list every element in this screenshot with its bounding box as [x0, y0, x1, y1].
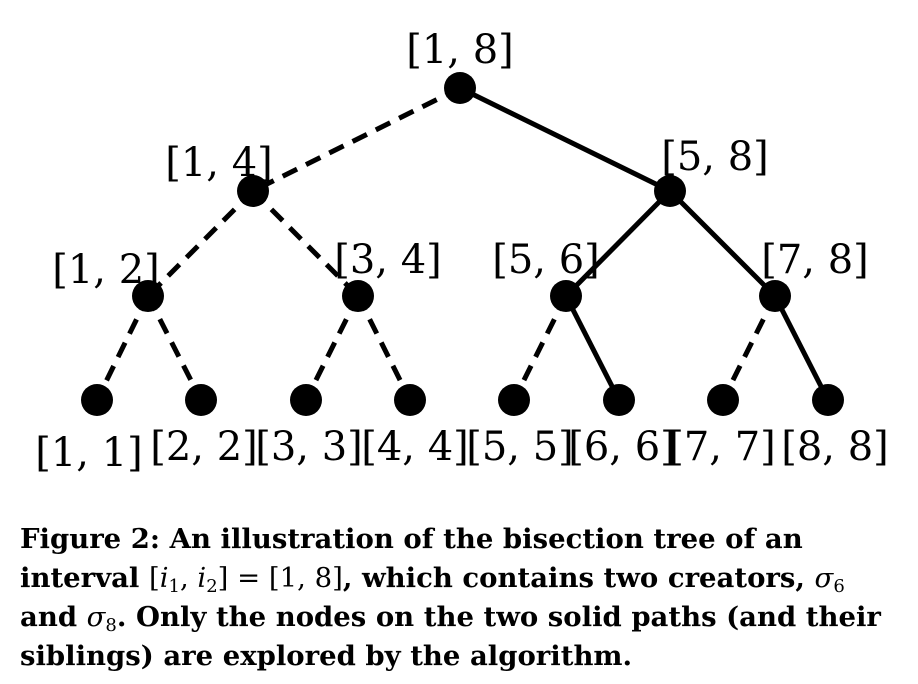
tree-node-label-n56: [5, 6] — [492, 237, 600, 283]
caption-text-part4: . Only the nodes on the two solid paths … — [20, 601, 881, 672]
tree-edge-dashed-n18-n14 — [251, 85, 462, 194]
tree-node-n58 — [654, 175, 686, 207]
tree-nodes — [81, 72, 844, 416]
tree-node-n77 — [707, 384, 739, 416]
tree-node-n11 — [81, 384, 113, 416]
tree-node-label-n11: [1, 1] — [35, 430, 143, 476]
caption-math-sigma8: σ8 — [86, 601, 117, 636]
tree-node-label-n66: [6, 6] — [568, 424, 676, 470]
figure-caption: Figure 2: An illustration of the bisecti… — [20, 520, 910, 676]
tree-edges — [94, 85, 831, 402]
tree-edge-dashed-n78-n77 — [720, 294, 778, 402]
tree-edge-dashed-n12-n22 — [145, 294, 204, 402]
tree-node-label-n18: [1, 8] — [406, 27, 514, 73]
tree-edge-solid-n58-n78 — [668, 189, 777, 298]
tree-node-n66 — [603, 384, 635, 416]
tree-node-label-n77: [7, 7] — [668, 424, 776, 470]
tree-edge-solid-n78-n88 — [772, 294, 831, 402]
tree-node-n22 — [185, 384, 217, 416]
tree-node-label-n78: [7, 8] — [761, 237, 869, 283]
tree-node-label-n88: [8, 8] — [781, 424, 889, 470]
tree-node-n55 — [498, 384, 530, 416]
tree-edge-dashed-n12-n11 — [94, 294, 151, 402]
tree-node-label-n33: [3, 3] — [255, 424, 363, 470]
tree-node-label-n22: [2, 2] — [150, 424, 258, 470]
caption-text-part2: , which contains two creators, — [342, 562, 805, 594]
tree-node-n12 — [132, 280, 164, 312]
tree-node-label-n12: [1, 2] — [52, 247, 160, 293]
tree-edge-dashed-n34-n33 — [303, 294, 361, 402]
tree-node-n78 — [759, 280, 791, 312]
caption-figure-number: Figure 2: — [20, 523, 161, 555]
tree-edge-solid-n18-n58 — [458, 85, 672, 194]
tree-node-label-n34: [3, 4] — [334, 237, 442, 283]
tree-edge-dashed-n56-n55 — [511, 294, 569, 402]
caption-math-sigma6: σ6 — [814, 562, 845, 597]
tree-node-label-n14: [1, 4] — [165, 140, 273, 186]
tree-node-n18 — [444, 72, 476, 104]
tree-edge-dashed-n34-n44 — [355, 294, 413, 402]
caption-math-interval: [i1, i2] = [1, 8] — [148, 562, 343, 597]
bisection-tree-diagram: [1, 8] [1, 4] [5, 8] [1, 2] [3, 4] [5, 6] [7, … — [35, 27, 889, 476]
caption-text-part1: An illustration of the bisection tree of… — [20, 523, 803, 594]
tree-node-n44 — [394, 384, 426, 416]
tree-edge-solid-n58-n56 — [564, 189, 672, 298]
tree-node-n33 — [290, 384, 322, 416]
tree-edge-solid-n56-n66 — [563, 294, 622, 402]
tree-node-n34 — [342, 280, 374, 312]
tree-node-n88 — [812, 384, 844, 416]
tree-node-n14 — [237, 175, 269, 207]
tree-edge-dashed-n14-n12 — [146, 189, 255, 298]
caption-text-part3: and — [20, 601, 78, 633]
tree-node-labels: [1, 8] [1, 4] [5, 8] [1, 2] [3, 4] [5, 6] [7, … — [35, 27, 889, 476]
tree-node-label-n58: [5, 8] — [661, 134, 769, 180]
tree-node-label-n55: [5, 5] — [466, 424, 574, 470]
tree-node-label-n44: [4, 4] — [361, 424, 469, 470]
tree-node-n56 — [550, 280, 582, 312]
